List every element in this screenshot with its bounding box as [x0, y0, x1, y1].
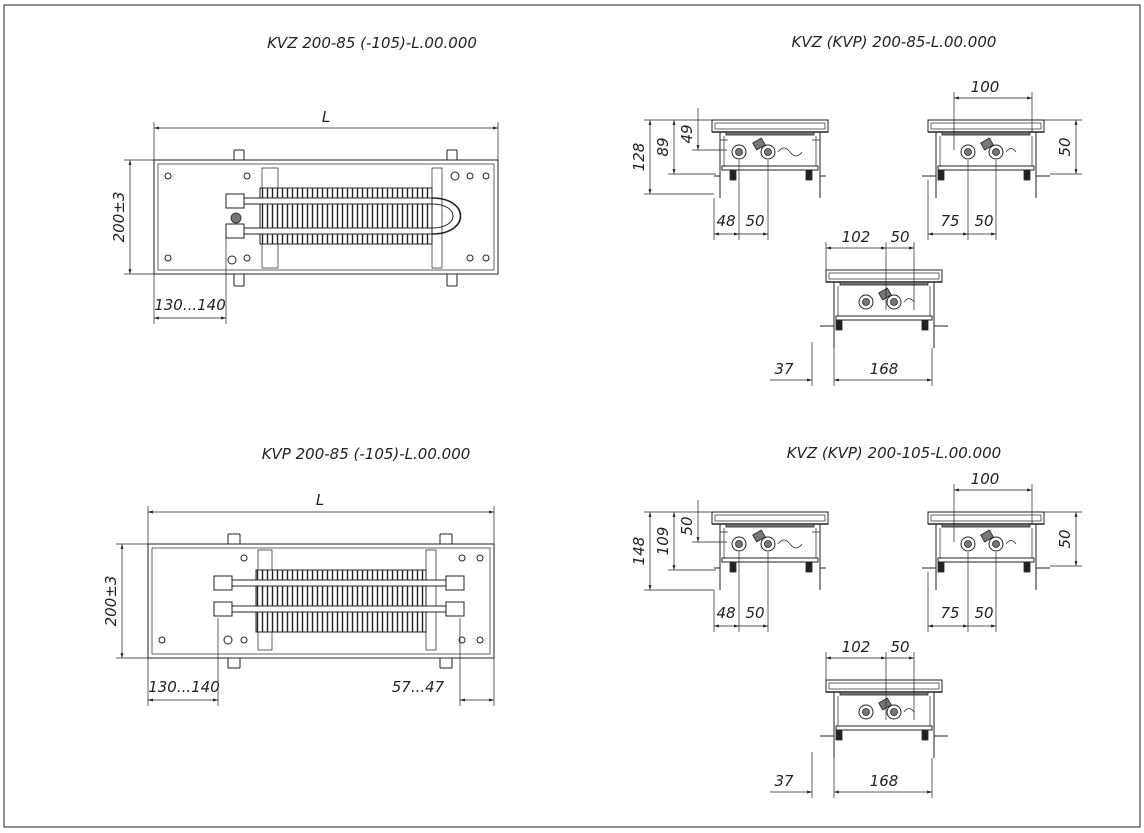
- dim-85b-w-top1: 102: [842, 228, 871, 246]
- dim-105b-w2: 168: [870, 772, 899, 790]
- title-kvp: KVP 200-85 (-105)-L.00.000: [262, 445, 471, 463]
- section-105-right: 100 50 75 50: [921, 470, 1082, 632]
- dim-length-kvp: L: [316, 491, 324, 509]
- dim-85-h-top: 49: [678, 124, 696, 143]
- dim-85b-w2: 168: [870, 360, 899, 378]
- dim-length-kvz: L: [322, 108, 330, 126]
- plan-view-kvp: L 200±3 130...140 57...47: [102, 491, 495, 706]
- dim-85-h-total: 128: [630, 143, 648, 172]
- dim-105-w1: 48: [716, 604, 735, 622]
- dim-105-h-total: 148: [630, 537, 648, 566]
- dim-85r-h: 50: [1056, 137, 1074, 156]
- dim-85b-w1: 37: [774, 360, 794, 378]
- section-85-bottom: 102 50 37 168: [770, 228, 949, 386]
- section-105-bottom: 102 50 37 168: [770, 638, 949, 798]
- title-kvz-kvp-85: KVZ (KVP) 200-85-L.00.000: [792, 33, 997, 51]
- dim-105-w2: 50: [745, 604, 764, 622]
- dim-85r-w1: 75: [940, 212, 959, 230]
- dim-85-w1: 48: [716, 212, 735, 230]
- title-kvz-kvp-105: KVZ (KVP) 200-105-L.00.000: [787, 444, 1001, 462]
- sheet-frame: [3, 4, 1141, 828]
- dim-105r-h: 50: [1056, 529, 1074, 548]
- dim-105-h-body: 109: [654, 527, 672, 556]
- dim-105b-w-top1: 102: [842, 638, 871, 656]
- dim-height-kvp: 200±3: [102, 576, 120, 627]
- dim-offset-right-kvp: 57...47: [392, 678, 445, 696]
- dim-85b-w-top2: 50: [890, 228, 909, 246]
- title-kvz: KVZ 200-85 (-105)-L.00.000: [267, 34, 477, 52]
- section-85-left: 128 89 49 48 50: [630, 108, 829, 240]
- section-85-right: 100 50 75 50: [921, 78, 1082, 240]
- dim-105r-w-top: 100: [971, 470, 1000, 488]
- dim-85-h-body: 89: [654, 137, 672, 156]
- dim-105b-w-top2: 50: [890, 638, 909, 656]
- section-105-left: 148 109 50 48 50: [630, 500, 829, 632]
- dim-105r-w2: 50: [974, 604, 993, 622]
- dim-105-h-top: 50: [678, 516, 696, 535]
- dim-85r-w-top: 100: [971, 78, 1000, 96]
- dim-105r-w1: 75: [940, 604, 959, 622]
- dim-offset-kvz: 130...140: [154, 296, 226, 314]
- dim-offset-left-kvp: 130...140: [148, 678, 220, 696]
- dim-height-kvz: 200±3: [110, 192, 128, 243]
- dim-105b-w1: 37: [774, 772, 794, 790]
- dim-85-w2: 50: [745, 212, 764, 230]
- plan-view-kvz: L 200±3 130...140: [110, 108, 499, 324]
- dim-85r-w2: 50: [974, 212, 993, 230]
